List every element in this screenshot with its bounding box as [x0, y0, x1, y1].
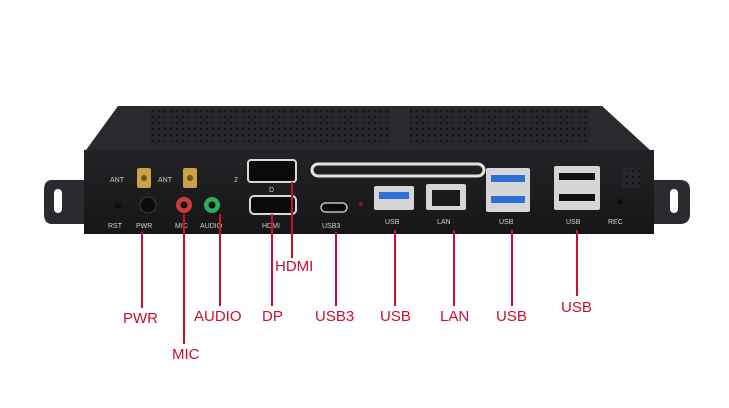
silk-dp-mark: D — [269, 187, 274, 194]
callout-usb3: USB3 — [315, 308, 355, 325]
mounting-bracket-left — [44, 180, 84, 224]
usb-port-3a-tongue — [559, 173, 595, 180]
usb-port-1-tongue — [379, 192, 409, 199]
reset-button — [115, 203, 121, 209]
recovery-button — [617, 199, 623, 205]
callout-usb-2: USB — [496, 308, 527, 325]
displayport-port — [247, 159, 297, 183]
antenna-connector-left-center — [141, 175, 147, 181]
silk-usb-1: USB — [385, 219, 400, 226]
hdmi-port — [249, 195, 297, 215]
status-led — [359, 202, 363, 206]
antenna-connector-right-center — [187, 175, 193, 181]
bracket-slot-right — [670, 189, 678, 213]
silk-mic: MIC — [175, 223, 188, 230]
callout-hdmi: HDMI — [275, 258, 314, 275]
vent-grille-left — [150, 110, 390, 146]
vent-side-right — [622, 168, 640, 188]
callout-usb-3: USB — [561, 299, 592, 316]
usb-port-3b-tongue — [559, 194, 595, 201]
silk-hdmi: HDMI — [262, 223, 280, 230]
silk-ant-left: ANT — [110, 177, 125, 184]
callout-audio: AUDIO — [194, 308, 242, 325]
silk-audio: AUDIO — [200, 223, 223, 230]
callout-lan: LAN — [440, 308, 470, 325]
callout-mic: MIC — [172, 346, 200, 363]
usb-port-2a-tongue — [491, 175, 525, 182]
mic-jack-hole — [180, 201, 188, 209]
lan-port-opening — [432, 190, 460, 206]
silk-rst: RST — [108, 223, 123, 230]
vent-grille-right — [410, 110, 590, 146]
callout-dp: DP — [262, 308, 283, 325]
power-button — [139, 196, 157, 214]
usb-port-2-stack — [486, 168, 530, 212]
silk-usb-2: USB — [499, 219, 514, 226]
usb3-port — [320, 202, 348, 213]
silk-rec: REC — [608, 219, 623, 226]
silk-ant-mark: 2 — [234, 177, 238, 184]
callout-lines — [141, 182, 578, 344]
usb-port-3-stack — [554, 166, 600, 210]
bracket-slot-left — [54, 189, 62, 213]
silk-lan: LAN — [437, 219, 451, 226]
audio-jack-hole — [208, 201, 216, 209]
callout-pwr: PWR — [123, 310, 158, 327]
silk-pwr: PWR — [136, 223, 152, 230]
usb-port-2b-tongue — [491, 196, 525, 203]
callout-usb-1: USB — [380, 308, 411, 325]
module-handle — [310, 162, 486, 178]
silk-usb3: USB3 — [322, 223, 340, 230]
silk-ant-right: ANT — [158, 177, 173, 184]
silk-usb-3: USB — [566, 219, 581, 226]
